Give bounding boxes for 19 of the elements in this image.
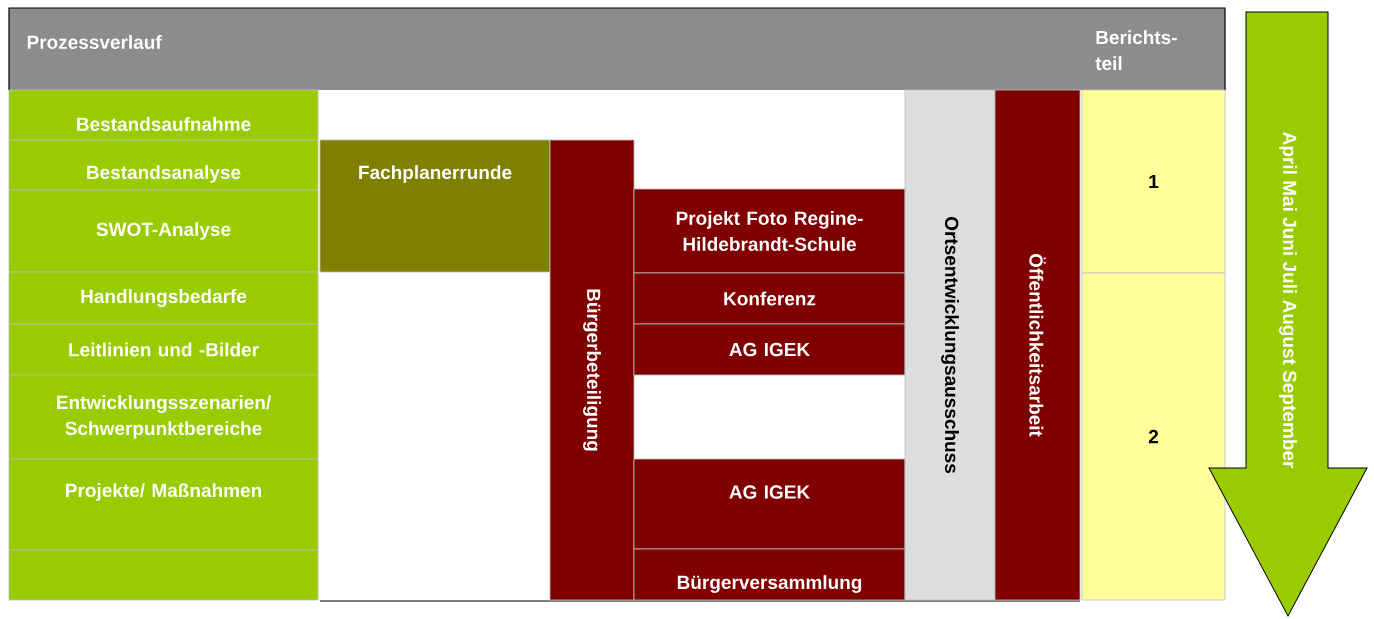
step-box: Projekte/ Maßnahmen [8,458,319,551]
step-box: Leitlinien und -Bilder [8,323,319,376]
step-box: Handlungsbedarfe [8,271,319,325]
event-box: Projekt Foto Regine-Hildebrandt-Schule [633,188,906,274]
step-box: Bestandsanalyse [8,139,319,191]
header-band: Prozessverlauf Berichts- teil [8,7,1226,91]
report-part-box: 2 [1081,272,1226,601]
committee-bar: Ortsentwicklungsausschuss [904,89,996,601]
event-box: AG IGEK [633,323,906,376]
step-box: SWOT-Analyse [8,189,319,273]
step-box: Bestandsaufnahme [8,89,319,141]
event-box: Bürgerversammlung [633,548,906,601]
event-box: Konferenz [633,272,906,325]
event-box: AG IGEK [633,458,906,550]
step-box: Entwicklungsszenarien/ Schwerpunktbereiche [8,374,319,460]
report-part-box: 1 [1081,89,1226,274]
step-box [8,549,319,601]
publicity-bar: Öffentlichkeitsarbeit [994,89,1081,601]
meeting-box: Fachplanerrunde [319,139,551,273]
